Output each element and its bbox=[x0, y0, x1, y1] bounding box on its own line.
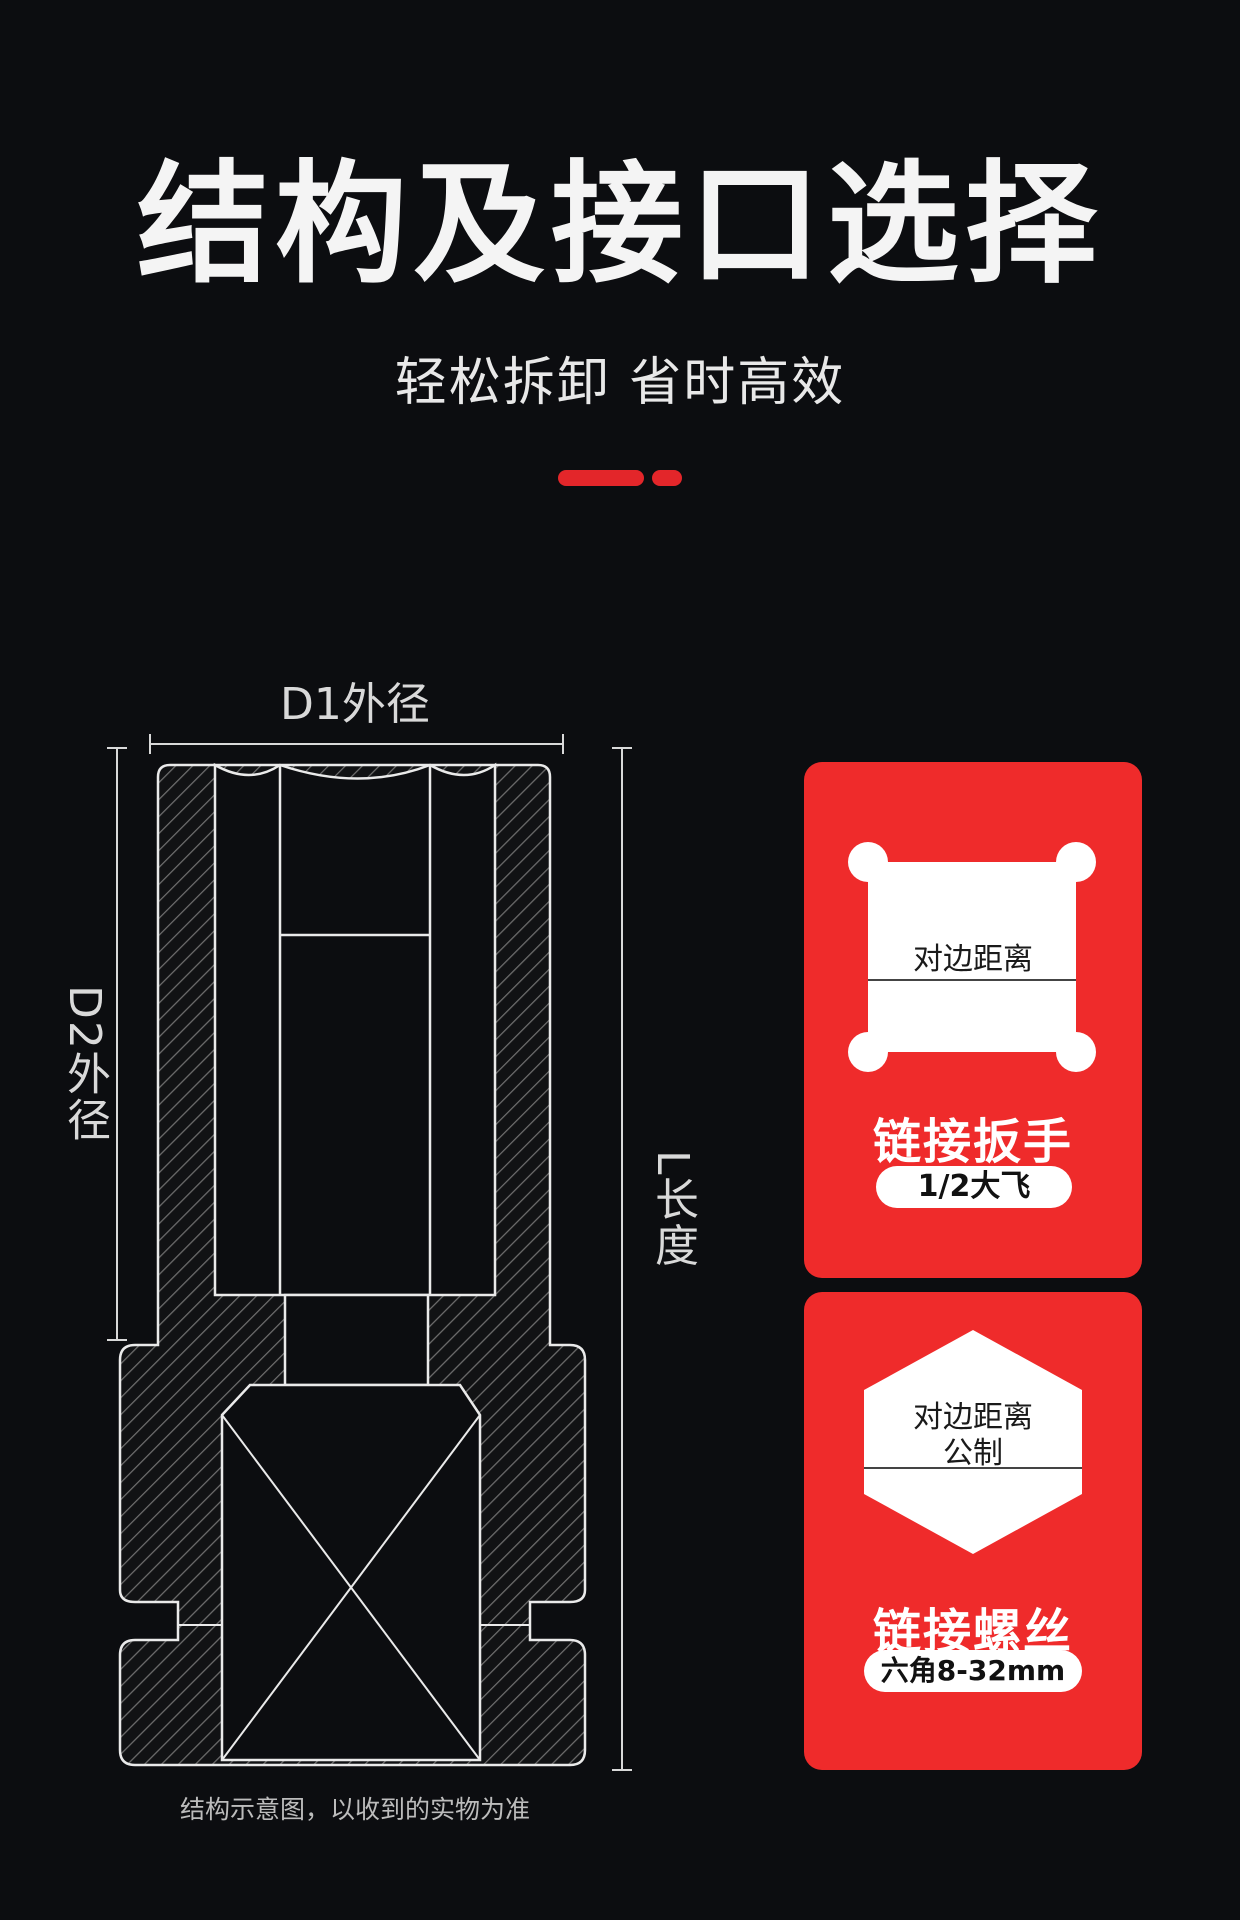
hexagon-nut-icon bbox=[864, 1330, 1082, 1554]
page-subtitle: 轻松拆卸 省时高效 bbox=[394, 353, 846, 413]
metric-label: 公制 bbox=[943, 1436, 1003, 1471]
dimension-label-d1: D1外径 bbox=[280, 679, 430, 730]
wrench-spec-badge: 1/2大飞 bbox=[876, 1166, 1072, 1208]
socket-cross-section-diagram bbox=[107, 734, 632, 1771]
wrench-caption: 链接扳手 bbox=[872, 1114, 1073, 1170]
bolt-spec-badge: 六角8-32mm bbox=[864, 1650, 1082, 1692]
length-dimension-line bbox=[612, 747, 632, 1771]
d1-dimension-line bbox=[149, 734, 564, 754]
diagram-note: 结构示意图，以收到的实物为准 bbox=[179, 1795, 530, 1824]
page-title: 结构及接口选择 bbox=[137, 148, 1103, 302]
wrench-interface-card: 对边距离 链接扳手 1/2大飞 bbox=[804, 762, 1142, 1278]
accent-bar-short bbox=[652, 470, 682, 486]
bolt-interface-card: 对边距离 公制 链接螺丝 六角8-32mm bbox=[804, 1292, 1142, 1770]
square-drive-icon bbox=[848, 842, 1096, 1072]
flat-distance-label: 对边距离 bbox=[913, 942, 1033, 977]
accent-bar-long bbox=[558, 470, 644, 486]
dimension-label-length: L长度 bbox=[647, 1150, 698, 1269]
d2-dimension-line bbox=[107, 747, 127, 1341]
flat-distance-label: 对边距离 bbox=[913, 1400, 1033, 1435]
socket-body bbox=[118, 762, 587, 1767]
dimension-label-d2: D2外径 bbox=[59, 985, 110, 1143]
